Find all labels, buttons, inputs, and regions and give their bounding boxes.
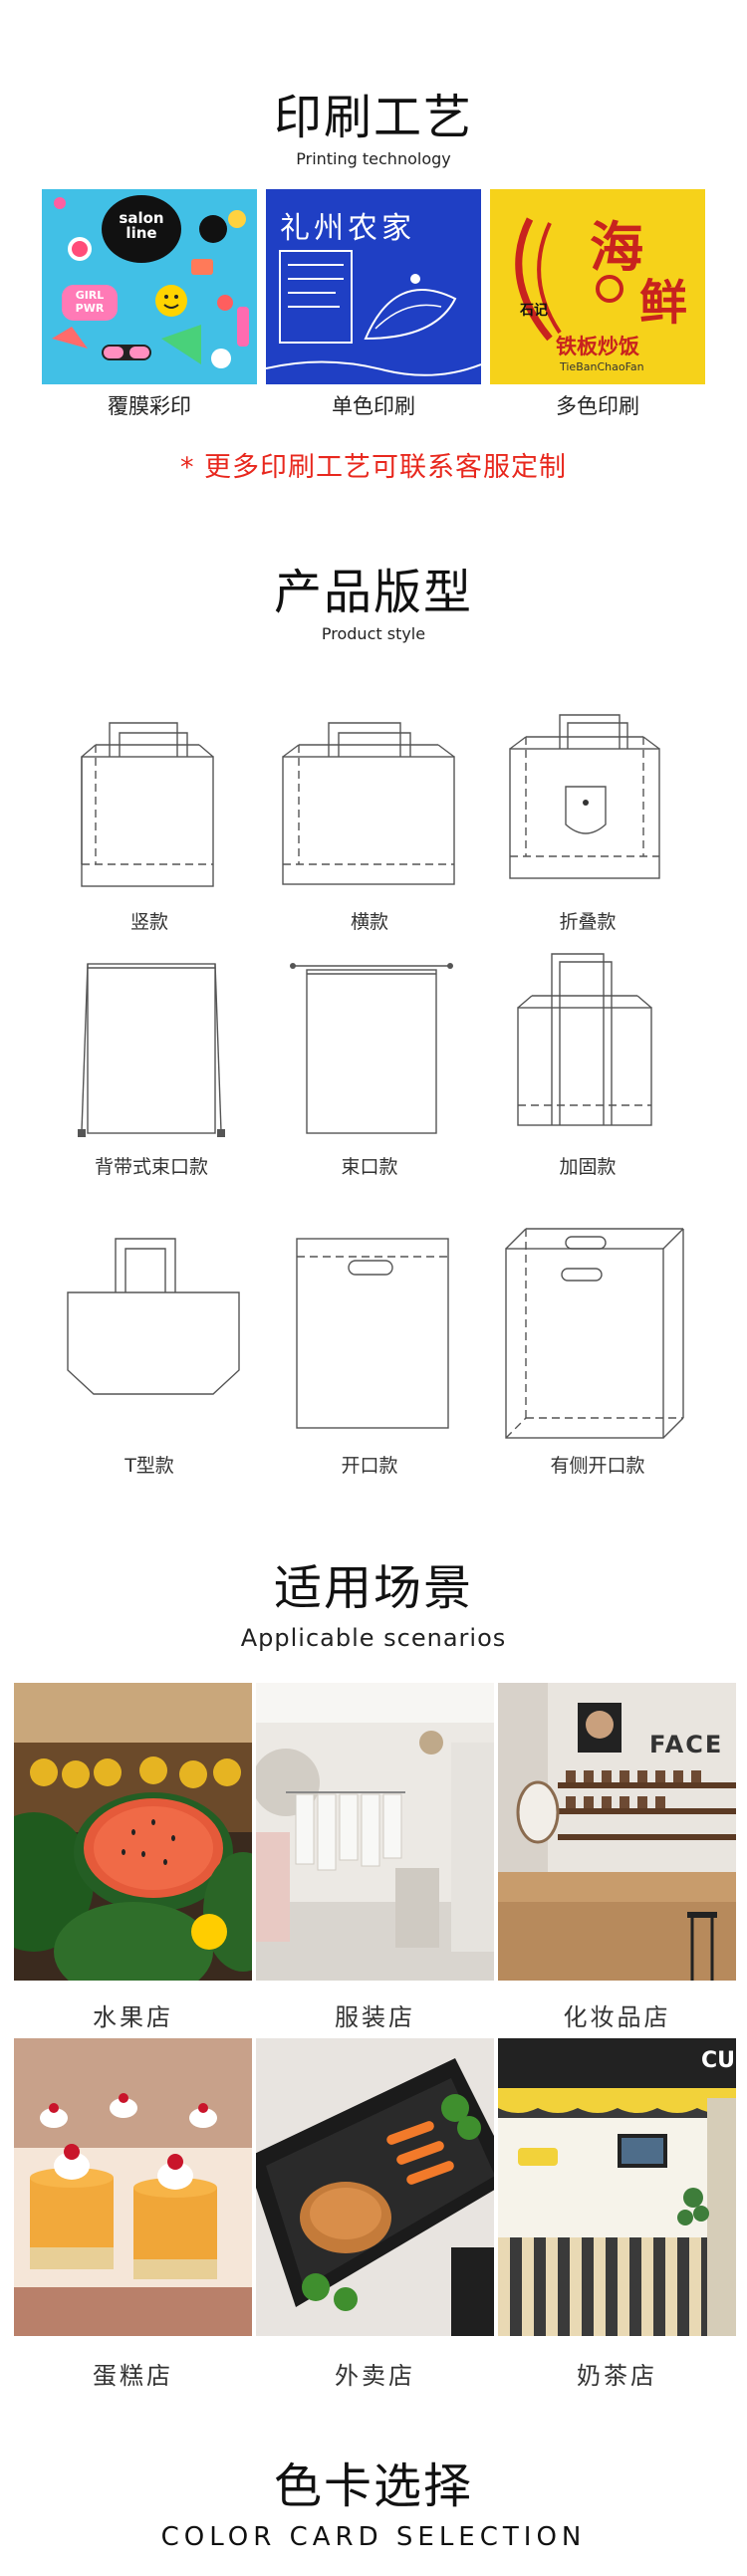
scene-label-fruit: 水果店 [93, 2003, 173, 2031]
scene-label-clothing: 服装店 [335, 2003, 415, 2031]
bag-reinforced-icon [517, 953, 652, 1126]
bag-opening-icon [296, 1238, 449, 1429]
logo-text-xian: 鲜 [639, 275, 688, 331]
laminated-print-image: salon line GIRL PWR [42, 189, 257, 384]
style-label-opening: 开口款 [341, 1455, 398, 1477]
style-label-side-opening: 有侧开口款 [550, 1455, 645, 1477]
single-color-print-image: 礼州农家 [266, 189, 481, 384]
bag-backpack-drawstring-icon [78, 963, 225, 1137]
scenarios-subtitle: Applicable scenarios [240, 1624, 507, 1652]
bag-side-opening-icon [505, 1228, 684, 1439]
bag-drawstring-icon [290, 963, 453, 1134]
printing-subtitle: Printing technology [296, 149, 451, 168]
milk-tea-sign-text: CUP [701, 2048, 736, 2073]
logo-text-pinyin: TieBanChaoFan [560, 360, 644, 373]
bag-vertical-icon [81, 722, 214, 887]
style-label-vertical: 竖款 [129, 911, 168, 933]
scene-label-cosmetics: 化妆品店 [563, 2003, 671, 2031]
logo-text-fried-rice: 铁板炒饭 [556, 335, 639, 358]
style-label-t-shape: T型款 [124, 1455, 174, 1477]
bag-print-text: 礼州农家 [280, 211, 415, 246]
bag-foldable-icon [509, 714, 660, 879]
style-label-backpack-drawstring: 背带式束口款 [94, 1156, 208, 1178]
bag-t-shape-icon [67, 1238, 240, 1395]
sticker-text: GIRL PWR [75, 289, 105, 315]
product-style-subtitle: Product style [321, 624, 426, 643]
custom-print-note: * 更多印刷工艺可联系客服定制 [179, 452, 568, 483]
color-card-title: 色卡选择 [273, 2459, 473, 2514]
milk-tea-shop-image: CUP [498, 2038, 736, 2336]
brand-text: salon line [119, 209, 164, 242]
logo-text-shiji: 石记 [520, 303, 548, 319]
printing-title: 印刷工艺 [273, 90, 473, 145]
style-label-foldable: 折叠款 [559, 911, 617, 933]
multi-color-print-image: 海 鲜 铁板炒饭 石记 TieBanChaoFan [490, 189, 705, 384]
cake-shop-image [14, 2038, 252, 2336]
logo-text-hai: 海 [590, 216, 643, 279]
style-label-drawstring: 束口款 [341, 1156, 398, 1178]
scene-label-takeout: 外卖店 [335, 2362, 415, 2390]
scene-label-cake: 蛋糕店 [93, 2362, 173, 2390]
product-style-title: 产品版型 [273, 565, 473, 620]
fruit-store-image [14, 1683, 252, 1981]
takeout-shop-image [256, 2038, 494, 2336]
print-label-multi-color: 多色印刷 [556, 394, 639, 418]
scene-label-milk-tea: 奶茶店 [577, 2362, 657, 2390]
clothing-store-image [256, 1683, 494, 1981]
cosmetics-sign-text: FACE [649, 1731, 724, 1758]
cosmetics-store-image: FACE [498, 1683, 736, 1981]
print-label-single-color: 单色印刷 [332, 394, 415, 418]
print-label-laminated: 覆膜彩印 [108, 394, 191, 418]
style-label-reinforced: 加固款 [559, 1156, 617, 1178]
color-card-subtitle: COLOR CARD SELECTION [160, 2522, 587, 2552]
scenarios-title: 适用场景 [273, 1560, 473, 1616]
bag-horizontal-icon [282, 722, 455, 885]
style-label-horizontal: 横款 [350, 911, 388, 933]
